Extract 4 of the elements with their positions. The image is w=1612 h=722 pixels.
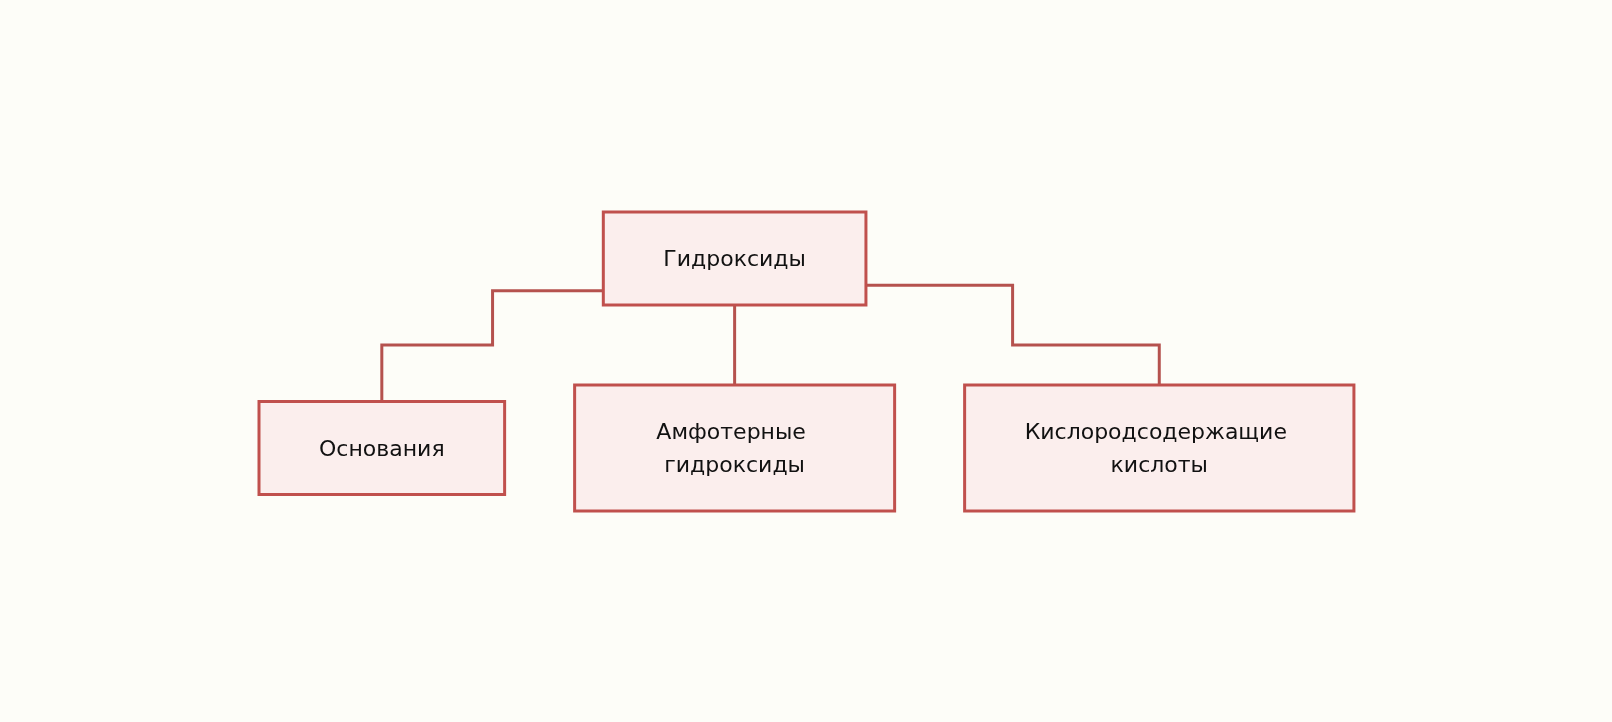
node-box: Кислородсодержащие кислоты	[962, 383, 1355, 512]
node-box: Амфотерные гидроксиды	[572, 383, 896, 512]
node-box: Гидроксиды	[601, 210, 867, 306]
node-box: Основания	[257, 399, 506, 496]
